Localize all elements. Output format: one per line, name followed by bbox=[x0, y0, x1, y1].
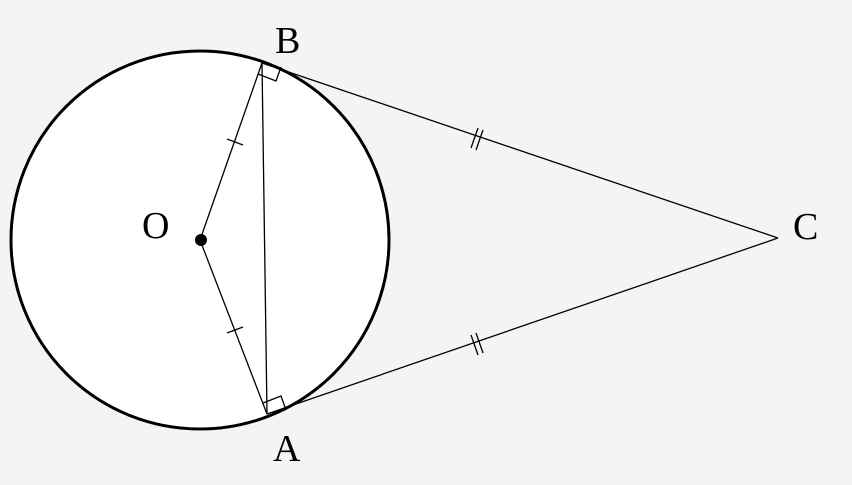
double-tick-mark-ac bbox=[470, 332, 484, 356]
radius-oa bbox=[199, 239, 268, 415]
tick-mark-ob bbox=[226, 138, 244, 146]
center-point bbox=[195, 234, 207, 246]
chord-ab bbox=[261, 62, 268, 415]
double-tick-mark-bc bbox=[470, 127, 484, 151]
tangent-ac bbox=[266, 237, 779, 415]
tick-mark-oa bbox=[226, 326, 244, 334]
tangent-bc bbox=[261, 62, 779, 239]
right-angle-mark-b bbox=[257, 66, 282, 82]
label-o: O bbox=[142, 205, 169, 247]
label-b: B bbox=[275, 20, 300, 62]
label-a: A bbox=[273, 428, 301, 470]
radius-ob bbox=[199, 62, 263, 241]
right-angle-mark-a bbox=[262, 395, 287, 411]
label-c: C bbox=[793, 206, 818, 248]
